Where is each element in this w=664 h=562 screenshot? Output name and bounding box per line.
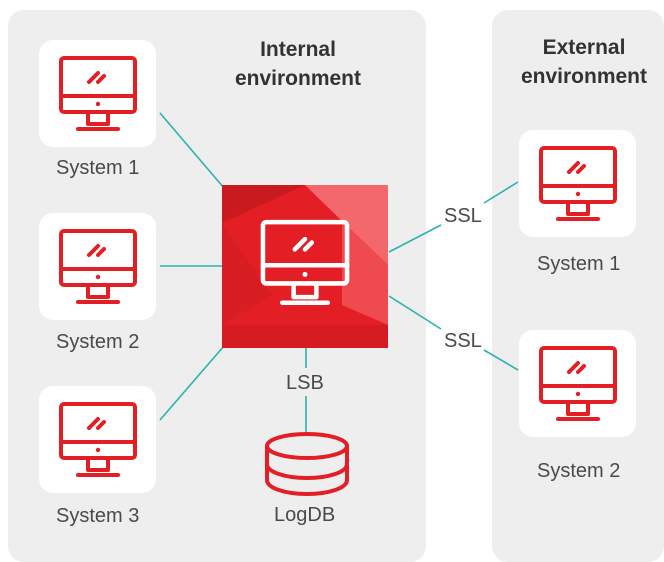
monitor-icon	[58, 55, 137, 131]
external-environment-panel	[492, 10, 664, 562]
connector-internal-system-1	[159, 112, 225, 189]
connector-ssl-external-system-1	[483, 181, 519, 204]
external-system-2-label: System 2	[537, 460, 621, 482]
internal-system-2-card	[39, 213, 156, 320]
monitor-icon	[58, 401, 137, 477]
external-system-2-card	[519, 330, 636, 437]
internal-system-1-label: System 1	[56, 157, 140, 179]
connector-ssl-external-system-2	[483, 349, 519, 371]
ssl-label-top: SSL	[444, 205, 482, 227]
internal-system-1-card	[39, 40, 156, 147]
external-system-1-label: System 1	[537, 253, 621, 275]
logdb-label: LogDB	[274, 504, 336, 526]
monitor-icon	[538, 145, 617, 221]
internal-environment-title: Internal environment	[234, 38, 362, 90]
external-environment-title: External environment	[520, 36, 648, 88]
database-icon	[265, 432, 349, 497]
internal-system-3-label: System 3	[56, 505, 140, 527]
monitor-icon	[260, 219, 350, 306]
monitor-icon	[538, 345, 617, 421]
external-system-1-card	[519, 130, 636, 237]
ssl-label-bottom: SSL	[444, 330, 482, 352]
connector-hub-ssl-bottom	[388, 295, 442, 330]
monitor-icon	[58, 228, 137, 304]
lsb-label: LSB	[286, 372, 324, 394]
central-hub	[222, 185, 388, 348]
internal-system-2-label: System 2	[56, 331, 140, 353]
connector-hub-ssl-top	[388, 224, 442, 253]
connector-internal-system-3	[159, 345, 225, 421]
internal-system-3-card	[39, 386, 156, 493]
